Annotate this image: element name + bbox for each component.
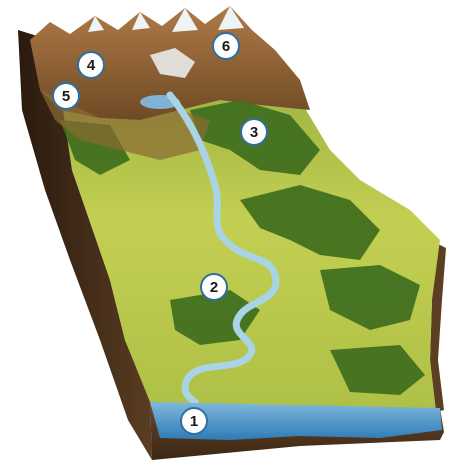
- marker-5: 5: [52, 82, 80, 110]
- marker-2-label: 2: [210, 279, 218, 296]
- marker-1: 1: [180, 407, 208, 435]
- foothills: [40, 90, 210, 160]
- river: [166, 91, 280, 406]
- marker-1-label: 1: [190, 413, 198, 430]
- marker-4-label: 4: [87, 57, 96, 74]
- marker-4: 4: [77, 51, 105, 79]
- left-soil-cliff: [18, 30, 152, 460]
- marker-6: 6: [212, 32, 240, 60]
- marker-3: 3: [240, 118, 268, 146]
- marker-2: 2: [200, 273, 228, 301]
- marker-3-label: 3: [250, 124, 258, 141]
- forest-areas: [60, 100, 425, 395]
- marker-5-label: 5: [62, 88, 70, 105]
- marker-6-label: 6: [222, 38, 230, 55]
- snow-caps: [88, 6, 244, 78]
- lowland-lake: [150, 402, 442, 440]
